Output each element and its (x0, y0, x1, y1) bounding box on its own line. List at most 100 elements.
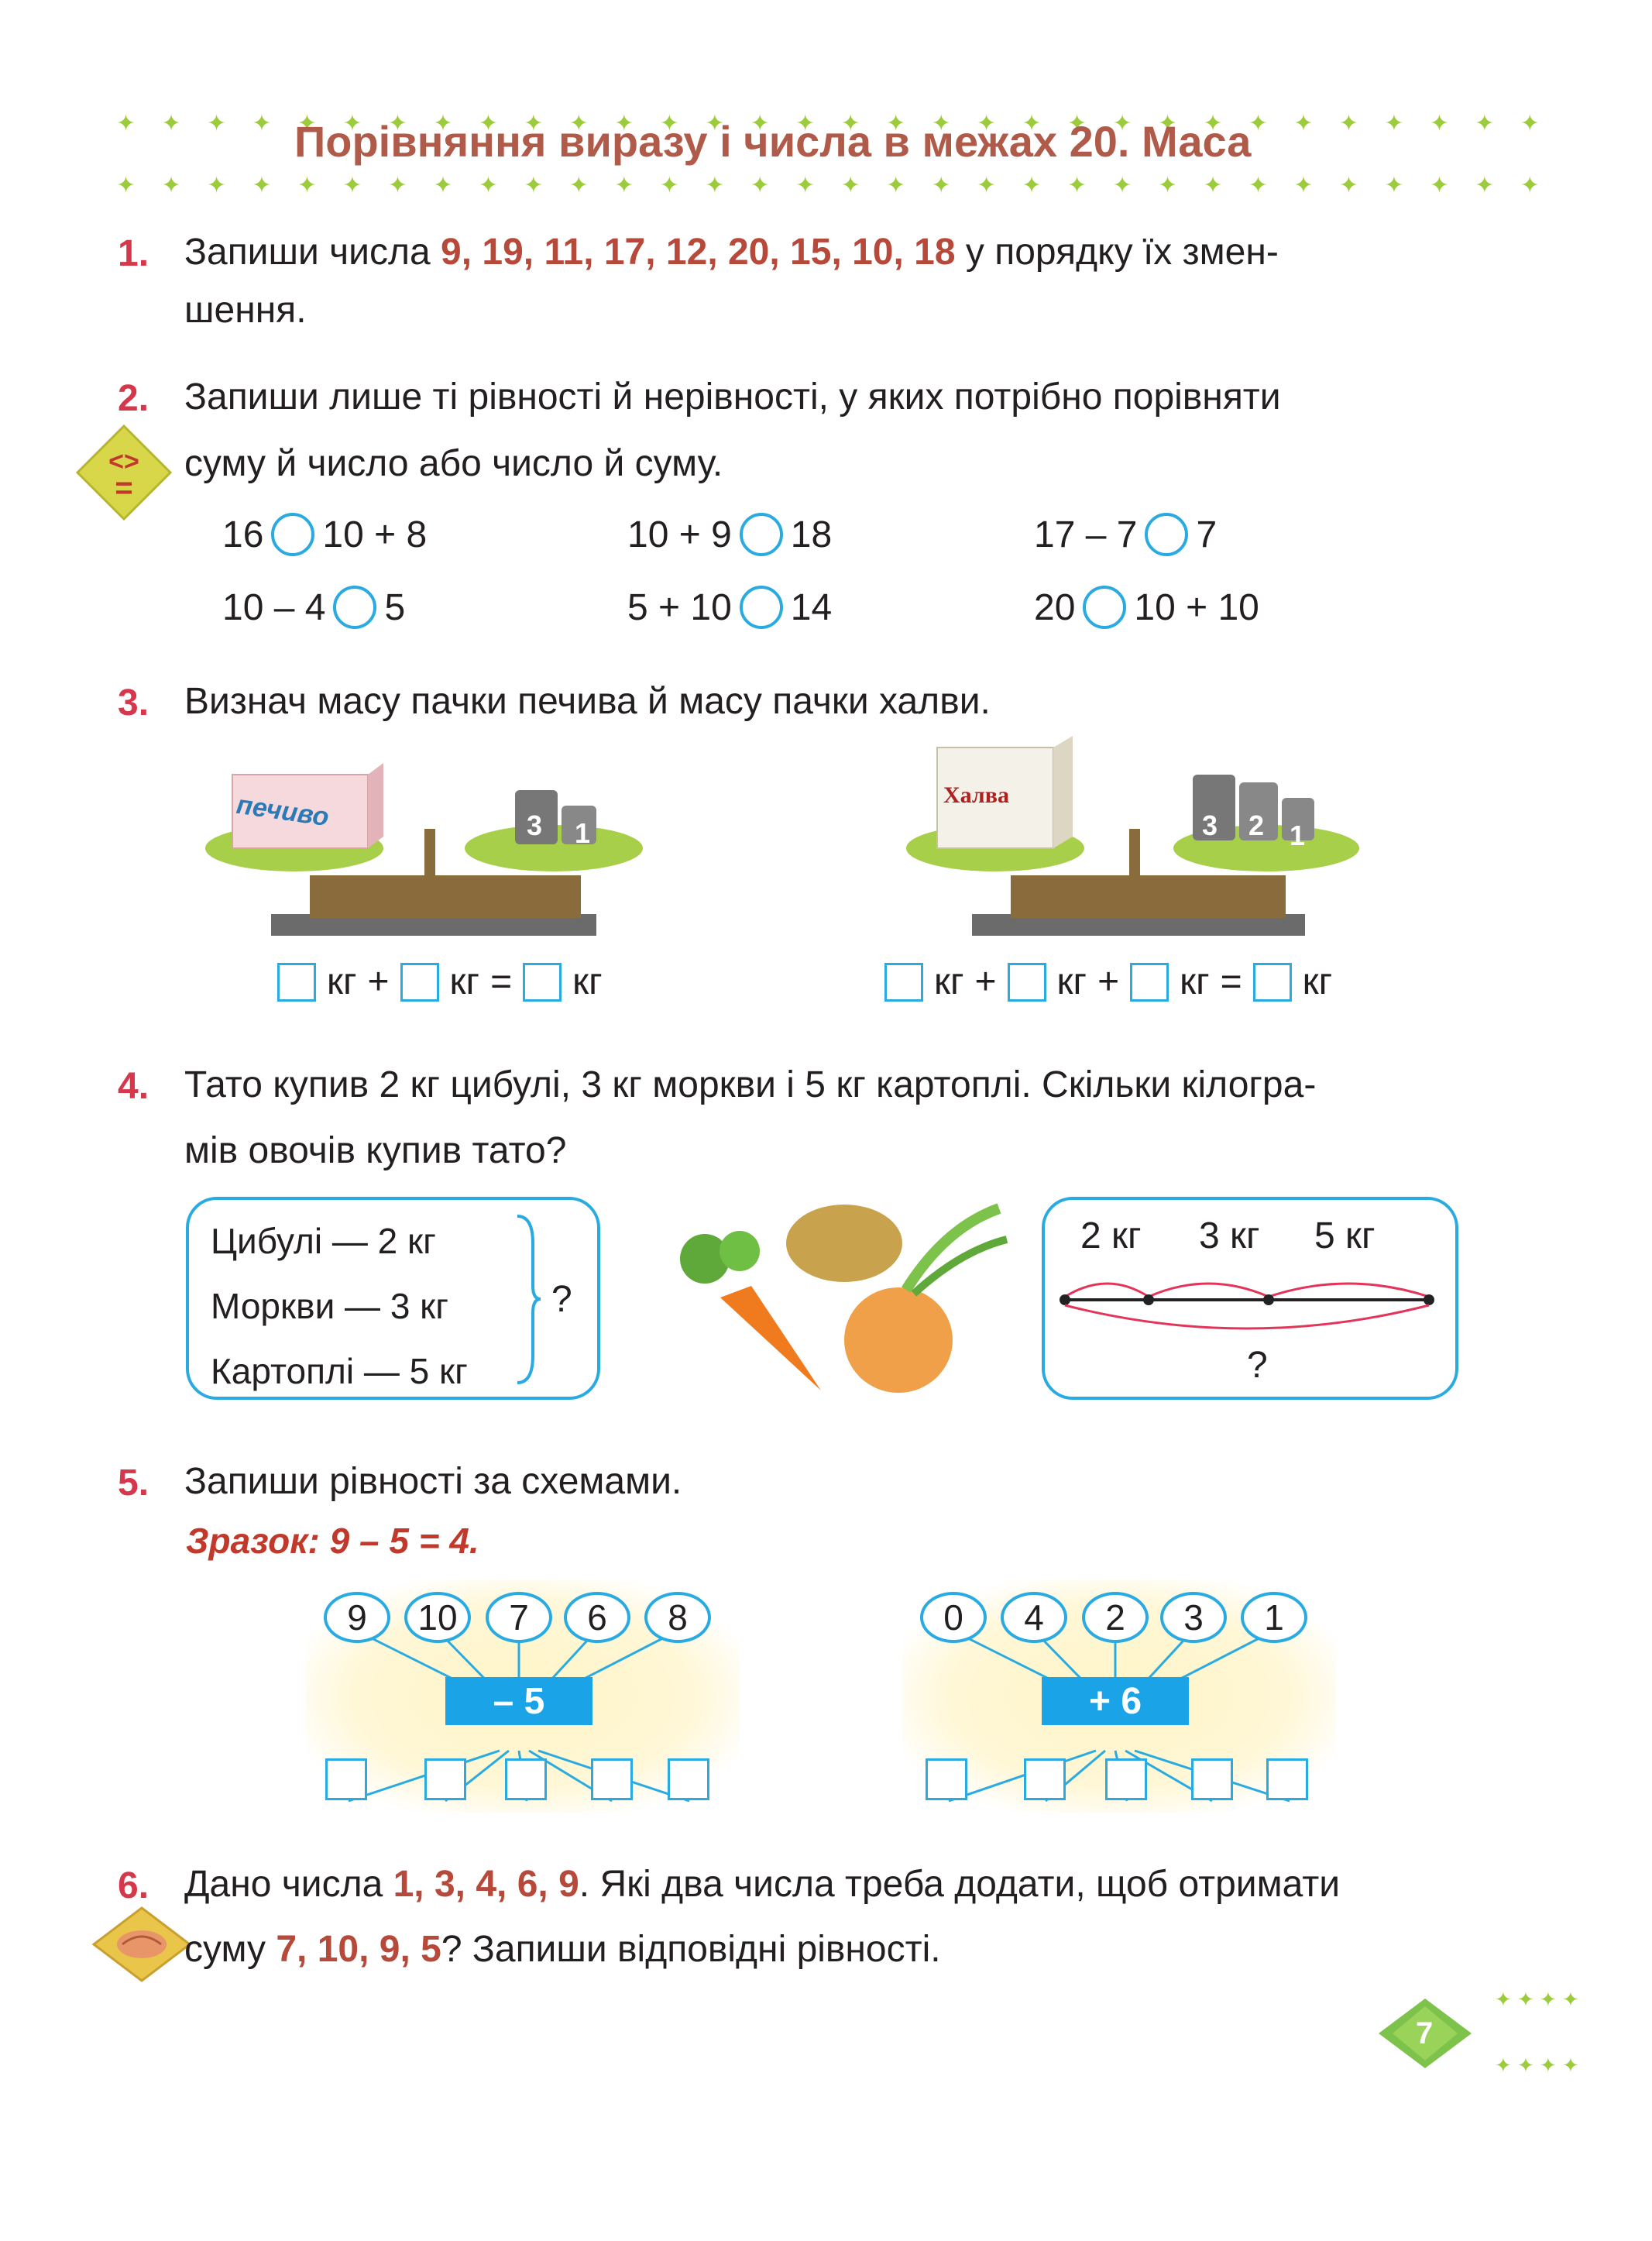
answer-box[interactable] (325, 1758, 367, 1800)
answer-box[interactable] (884, 962, 923, 1002)
task-6-text-after: . Які два числа треба додати, щоб отрима… (579, 1864, 1341, 1905)
plus-sign: + (367, 961, 390, 1002)
answer-box[interactable] (1191, 1758, 1233, 1800)
scheme-operation: – 5 (445, 1677, 592, 1725)
answer-box[interactable] (400, 962, 439, 1002)
scheme-input: 8 (644, 1592, 711, 1643)
plus-sign: + (1097, 961, 1120, 1002)
condition-onion: Цибулі — 2 кг (211, 1221, 436, 1261)
svg-text:=: = (115, 471, 132, 505)
answer-box[interactable] (1266, 1758, 1308, 1800)
scale-right-equation: кг+ кг+ кг= кг (884, 961, 1332, 1003)
plus-sign: + (974, 961, 997, 1002)
task-2-number: 2. (118, 378, 149, 419)
comparison-circle[interactable] (739, 513, 783, 556)
comparison-circle[interactable] (1145, 513, 1189, 556)
comparison-right: 5 (384, 586, 406, 628)
scheme-input: 0 (920, 1592, 987, 1643)
comparison-right: 7 (1196, 514, 1218, 555)
equals-sign: = (490, 961, 513, 1002)
unit-label: кг (327, 961, 357, 1002)
scheme-input: 4 (1001, 1592, 1067, 1643)
unit-label: кг (934, 961, 964, 1002)
task-6-text-after: ? Запиши відповідні рівності. (441, 1929, 941, 1970)
comparison-left: 5 + 10 (627, 586, 732, 628)
answer-box[interactable] (1130, 962, 1169, 1002)
task-6-text: суму (184, 1929, 276, 1970)
task-4-conditions-box (186, 1197, 600, 1400)
weight-1: 1 (1290, 820, 1306, 851)
answer-box[interactable] (926, 1758, 967, 1800)
comparison-2: 10 + 9 18 (627, 513, 832, 556)
task-2-line-2: суму й число або число й суму. (184, 443, 723, 484)
scheme-input: 7 (486, 1592, 552, 1643)
brace-icon (517, 1215, 541, 1384)
scheme-input: 6 (564, 1592, 630, 1643)
comparison-right: 18 (790, 514, 833, 555)
scheme-input: 3 (1160, 1592, 1227, 1643)
task-6-text: Дано числа (184, 1864, 393, 1905)
scheme-input: 1 (1241, 1592, 1307, 1643)
task-6-sums: 7, 10, 9, 5 (276, 1929, 441, 1970)
unit-label: кг (572, 961, 603, 1002)
task-4-line-2: мів овочів купив тато? (184, 1130, 567, 1171)
answer-box[interactable] (1024, 1758, 1066, 1800)
task-5-number: 5. (118, 1462, 149, 1504)
segment-label-1: 2 кг (1080, 1215, 1142, 1256)
task-1-number: 1. (118, 233, 149, 274)
answer-box[interactable] (668, 1758, 709, 1800)
comparison-circle[interactable] (739, 586, 783, 629)
task-4-conditions-list: Цибулі — 2 кг Моркви — 3 кг Картоплі — 5… (211, 1208, 468, 1404)
answer-box[interactable] (505, 1758, 547, 1800)
scale-left (205, 763, 643, 936)
page-number-badge: ✦ ✦ ✦ ✦ ✦ ✦ ✦ ✦ (1379, 1988, 1579, 2077)
answer-box[interactable] (277, 962, 316, 1002)
weight-2: 2 (1248, 809, 1265, 841)
compare-icon: <> = (75, 424, 173, 521)
answer-box[interactable] (1007, 962, 1046, 1002)
task-1-text: Запиши числа (184, 232, 441, 273)
condition-carrot: Моркви — 3 кг (211, 1286, 449, 1326)
comparison-circle[interactable] (333, 586, 377, 629)
comparison-circle[interactable] (271, 513, 315, 556)
halva-label: Халва (943, 782, 1009, 808)
task-3-number: 3. (118, 682, 149, 724)
comparison-left: 17 – 7 (1034, 514, 1138, 555)
unit-label: кг (449, 961, 480, 1002)
task-4-diagram-box (1042, 1197, 1458, 1400)
task-6-number: 6. (118, 1865, 149, 1906)
condition-potato: Картоплі — 5 кг (211, 1351, 468, 1391)
task-1-numbers: 9, 19, 11, 17, 12, 20, 15, 10, 18 (441, 232, 956, 273)
svg-text:✦ ✦ ✦ ✦: ✦ ✦ ✦ ✦ (1495, 2054, 1579, 2077)
scheme-input: 9 (324, 1592, 390, 1643)
header-stars-bottom: ✦ ✦ ✦ ✦ ✦ ✦ ✦ ✦ ✦ ✦ ✦ ✦ ✦ ✦ ✦ ✦ ✦ ✦ ✦ ✦ … (116, 173, 1540, 198)
task-5-line-1: Запиши рівності за схемами. (184, 1461, 682, 1502)
comparison-right: 10 + 10 (1134, 586, 1259, 628)
answer-box[interactable] (523, 962, 562, 1002)
equals-sign: = (1220, 961, 1242, 1002)
answer-box[interactable] (1105, 1758, 1147, 1800)
total-question-mark: ? (551, 1279, 572, 1320)
answer-box[interactable] (1252, 962, 1292, 1002)
unit-label: кг (1056, 961, 1087, 1002)
answer-box[interactable] (424, 1758, 466, 1800)
answer-box[interactable] (591, 1758, 633, 1800)
scale-left-equation: кг+ кг= кг (277, 961, 603, 1003)
task-6-line-2: суму 7, 10, 9, 5? Запиши відповідні рівн… (184, 1916, 941, 1983)
comparison-circle[interactable] (1083, 586, 1127, 629)
task-2-line-1: Запиши лише ті рівності й нерівності, у … (184, 376, 1281, 418)
comparison-left: 20 (1034, 586, 1076, 628)
scale-right (906, 736, 1359, 936)
task-5-sample: Зразок: 9 – 5 = 4. (186, 1521, 479, 1561)
svg-text:✦ ✦ ✦ ✦: ✦ ✦ ✦ ✦ (1495, 1988, 1579, 2011)
scheme-input: 10 (404, 1592, 471, 1643)
comparison-left: 16 (222, 514, 264, 555)
comparison-left: 10 + 9 (627, 514, 732, 555)
scheme-operation: + 6 (1042, 1677, 1189, 1725)
unit-label: кг (1180, 961, 1210, 1002)
task-1-line-2: шення. (184, 290, 307, 331)
task-3-line-1: Визнач масу пачки печива й масу пачки ха… (184, 681, 991, 722)
